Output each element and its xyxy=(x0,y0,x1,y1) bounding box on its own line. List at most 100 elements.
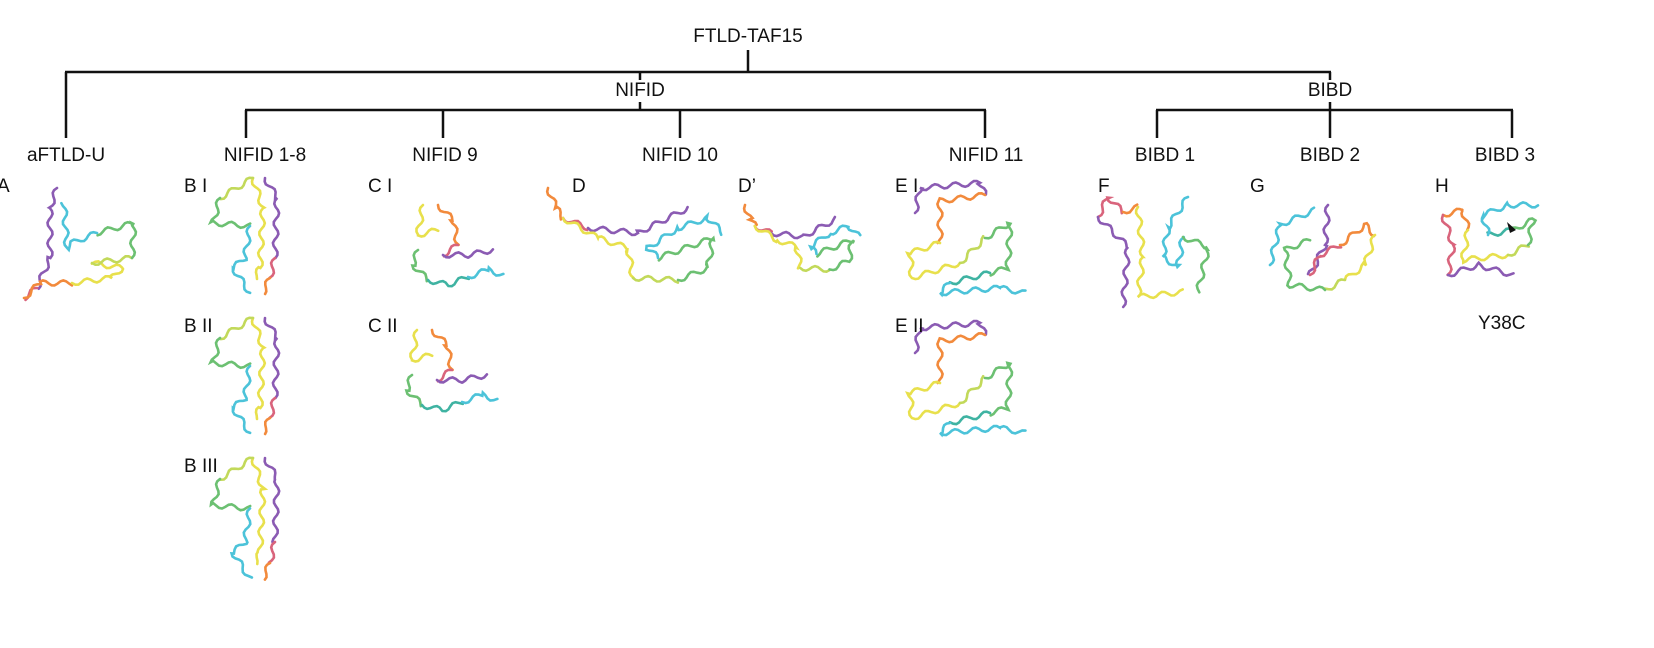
fibril-segment-yellow xyxy=(1343,233,1377,282)
fibril-segment-yellow xyxy=(1460,228,1510,265)
leaf-bibd-2: BIBD 2 xyxy=(1299,145,1361,166)
fold-h xyxy=(1440,200,1540,278)
fibril-segment-lime xyxy=(219,456,255,481)
fibril-segment-purple xyxy=(1096,215,1131,309)
root-label: FTLD-TAF15 xyxy=(693,26,803,47)
panel-label-a: A xyxy=(0,176,10,197)
fibril-segment-yellow xyxy=(1134,205,1184,300)
fibril-segment-green xyxy=(816,239,856,272)
fibril-segment-cyan xyxy=(466,264,505,280)
fold-a xyxy=(22,186,138,302)
fibril-segment-yellow xyxy=(70,260,125,287)
fibril-segment-cyan xyxy=(644,211,723,260)
fibril-segment-orange xyxy=(263,276,272,296)
panel-label-e2: E II xyxy=(895,316,924,337)
fibril-segment-orange xyxy=(1441,207,1471,232)
panel-label-h: H xyxy=(1435,176,1449,197)
fibril-segment-orange xyxy=(22,279,74,300)
fibril-segment-teal xyxy=(948,410,992,426)
fibril-segment-yellow xyxy=(904,240,962,281)
fibril-segment-lime xyxy=(958,234,985,265)
leaf-nifid-1-8: NIFID 1-8 xyxy=(223,145,307,166)
fibril-segment-cyan xyxy=(229,507,254,579)
fibril-segment-cyan xyxy=(231,224,252,295)
leaf-nifid-11: NIFID 11 xyxy=(948,145,1024,166)
fold-e2 xyxy=(904,319,1027,438)
fibril-segment-red xyxy=(268,396,277,420)
fibril-segment-yellow xyxy=(904,380,962,421)
leaf-aftld-u: aFTLD-U xyxy=(26,145,106,166)
fibril-segment-yellow xyxy=(415,203,440,238)
mutation-arrowhead-icon xyxy=(1507,222,1516,233)
fibril-segment-green xyxy=(209,477,252,512)
fold-c1 xyxy=(410,203,505,288)
fibril-segment-orange xyxy=(545,186,563,221)
fold-e1 xyxy=(904,179,1027,298)
fibril-segment-red xyxy=(436,368,454,383)
fibril-segment-red xyxy=(267,540,277,564)
fibril-segment-lime xyxy=(219,176,255,201)
fold-b2 xyxy=(207,316,281,436)
fibril-segment-orange xyxy=(430,328,454,372)
fibril-segment-teal xyxy=(1486,227,1515,237)
panel-label-g: G xyxy=(1250,176,1265,197)
fibril-segment-yellow xyxy=(250,176,267,281)
fold-b3 xyxy=(209,456,281,581)
fibril-segment-cyan xyxy=(1268,206,1316,267)
fibril-segment-yellow xyxy=(753,224,803,270)
fibril-segment-green xyxy=(1181,235,1211,294)
fibril-segment-cyan xyxy=(60,201,99,253)
fibril-segment-cyan xyxy=(807,224,862,256)
fibril-segment-orange xyxy=(936,331,987,385)
fibril-segment-lime xyxy=(219,316,255,341)
fibril-segment-green xyxy=(207,336,252,370)
fibril-segment-teal xyxy=(426,275,471,288)
fibril-segment-green xyxy=(657,235,716,283)
fibril-segment-yellow xyxy=(409,328,434,363)
fibril-segment-red xyxy=(268,256,277,280)
bibd-label: BIBD xyxy=(1307,80,1353,102)
fibril-segment-lime xyxy=(799,264,831,274)
fold-b1 xyxy=(207,176,281,296)
fibril-segment-yellow xyxy=(250,316,267,421)
fibril-segment-lime xyxy=(1506,244,1531,257)
panel-label-b2: B II xyxy=(184,316,213,337)
fibril-segment-green xyxy=(983,361,1014,417)
fibril-segment-cyan xyxy=(1161,195,1190,270)
fibril-segment-cyan xyxy=(460,389,499,405)
fibril-segment-green xyxy=(1510,217,1538,247)
fibril-segment-red xyxy=(442,243,460,258)
leaf-bibd-1: BIBD 1 xyxy=(1134,145,1196,166)
fibril-segment-orange xyxy=(936,191,987,245)
leaf-nifid-9: NIFID 9 xyxy=(412,145,478,166)
fibril-segment-red xyxy=(1308,245,1343,277)
fibril-segment-cyan xyxy=(939,281,1027,298)
leaf-bibd-3: BIBD 3 xyxy=(1474,145,1536,166)
fibril-segment-red xyxy=(1096,196,1124,219)
panel-label-e1: E I xyxy=(895,176,919,197)
fibril-segment-lime xyxy=(631,274,680,284)
panel-label-b3: B III xyxy=(184,456,218,477)
fibril-segment-purple xyxy=(263,176,281,260)
fibril-segment-purple xyxy=(263,456,281,544)
nifid-label: NIFID xyxy=(615,80,665,102)
fold-d-prime xyxy=(742,203,862,274)
fibril-segment-green xyxy=(207,196,252,230)
fibril-segment-purple xyxy=(435,373,489,384)
fibril-segment-green xyxy=(96,220,138,260)
fibril-segment-cyan xyxy=(231,364,252,435)
mutation-label-y38c: Y38C xyxy=(1478,313,1526,334)
fibril-segment-green xyxy=(983,221,1014,277)
fibril-segment-yellow xyxy=(561,216,635,280)
fibril-segment-purple xyxy=(586,205,689,237)
fibril-segment-orange xyxy=(1121,203,1139,215)
fibril-segment-purple xyxy=(441,248,495,259)
fibril-segment-lime xyxy=(1322,278,1347,291)
fibril-segment-orange xyxy=(436,203,460,247)
fibril-segment-orange xyxy=(263,416,272,436)
panel-label-f: F xyxy=(1098,176,1110,197)
fibril-segment-teal xyxy=(420,400,465,413)
panel-label-d: D xyxy=(572,176,586,197)
